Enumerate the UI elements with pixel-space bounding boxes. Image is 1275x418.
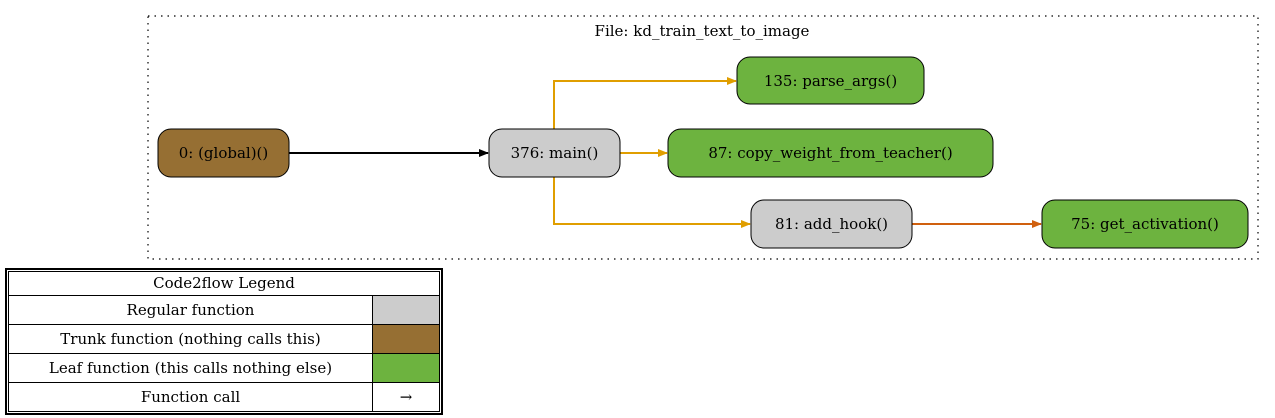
node-copy-weight-label: 87: copy_weight_from_teacher() [708,144,952,162]
legend-swatch-leaf [373,354,439,382]
legend-table: Code2flow Legend Regular function Trunk … [8,271,440,412]
node-parse-args-label: 135: parse_args() [764,72,897,90]
legend-title: Code2flow Legend [9,272,439,296]
cluster-title: File: kd_train_text_to_image [595,22,810,40]
node-global[interactable]: 0: (global)() [157,128,290,178]
legend-row-leaf: Leaf function (this calls nothing else) [9,354,439,383]
edges [289,77,1042,228]
node-add-hook[interactable]: 81: add_hook() [750,199,913,249]
legend-label-leaf: Leaf function (this calls nothing else) [9,354,373,382]
node-copy-weight[interactable]: 87: copy_weight_from_teacher() [667,128,994,178]
node-main[interactable]: 376: main() [488,128,621,178]
node-get-activation-box [1041,199,1249,249]
node-add-hook-label: 81: add_hook() [775,215,888,233]
node-main-label: 376: main() [511,144,599,162]
legend-label-call: Function call [9,383,373,411]
node-add-hook-box [750,199,913,249]
legend-row-trunk: Trunk function (nothing calls this) [9,325,439,354]
node-main-box [488,128,621,178]
legend-swatch-trunk [373,325,439,353]
node-parse-args-box [736,56,925,105]
node-global-box [157,128,290,178]
node-get-activation[interactable]: 75: get_activation() [1041,199,1249,249]
legend-call-arrow-icon: → [399,388,413,406]
legend-row-call: Function call → [9,383,439,411]
node-global-label: 0: (global)() [179,144,269,162]
legend: Code2flow Legend Regular function Trunk … [5,268,443,415]
node-get-activation-label: 75: get_activation() [1071,215,1219,233]
legend-row-regular: Regular function [9,296,439,325]
legend-label-regular: Regular function [9,296,373,324]
legend-swatch-regular [373,296,439,324]
edge-main-add-hook [553,177,751,228]
legend-label-trunk: Trunk function (nothing calls this) [9,325,373,353]
node-copy-weight-box [667,128,994,178]
node-parse-args[interactable]: 135: parse_args() [736,56,925,105]
edge-main-parse-args [553,77,737,129]
